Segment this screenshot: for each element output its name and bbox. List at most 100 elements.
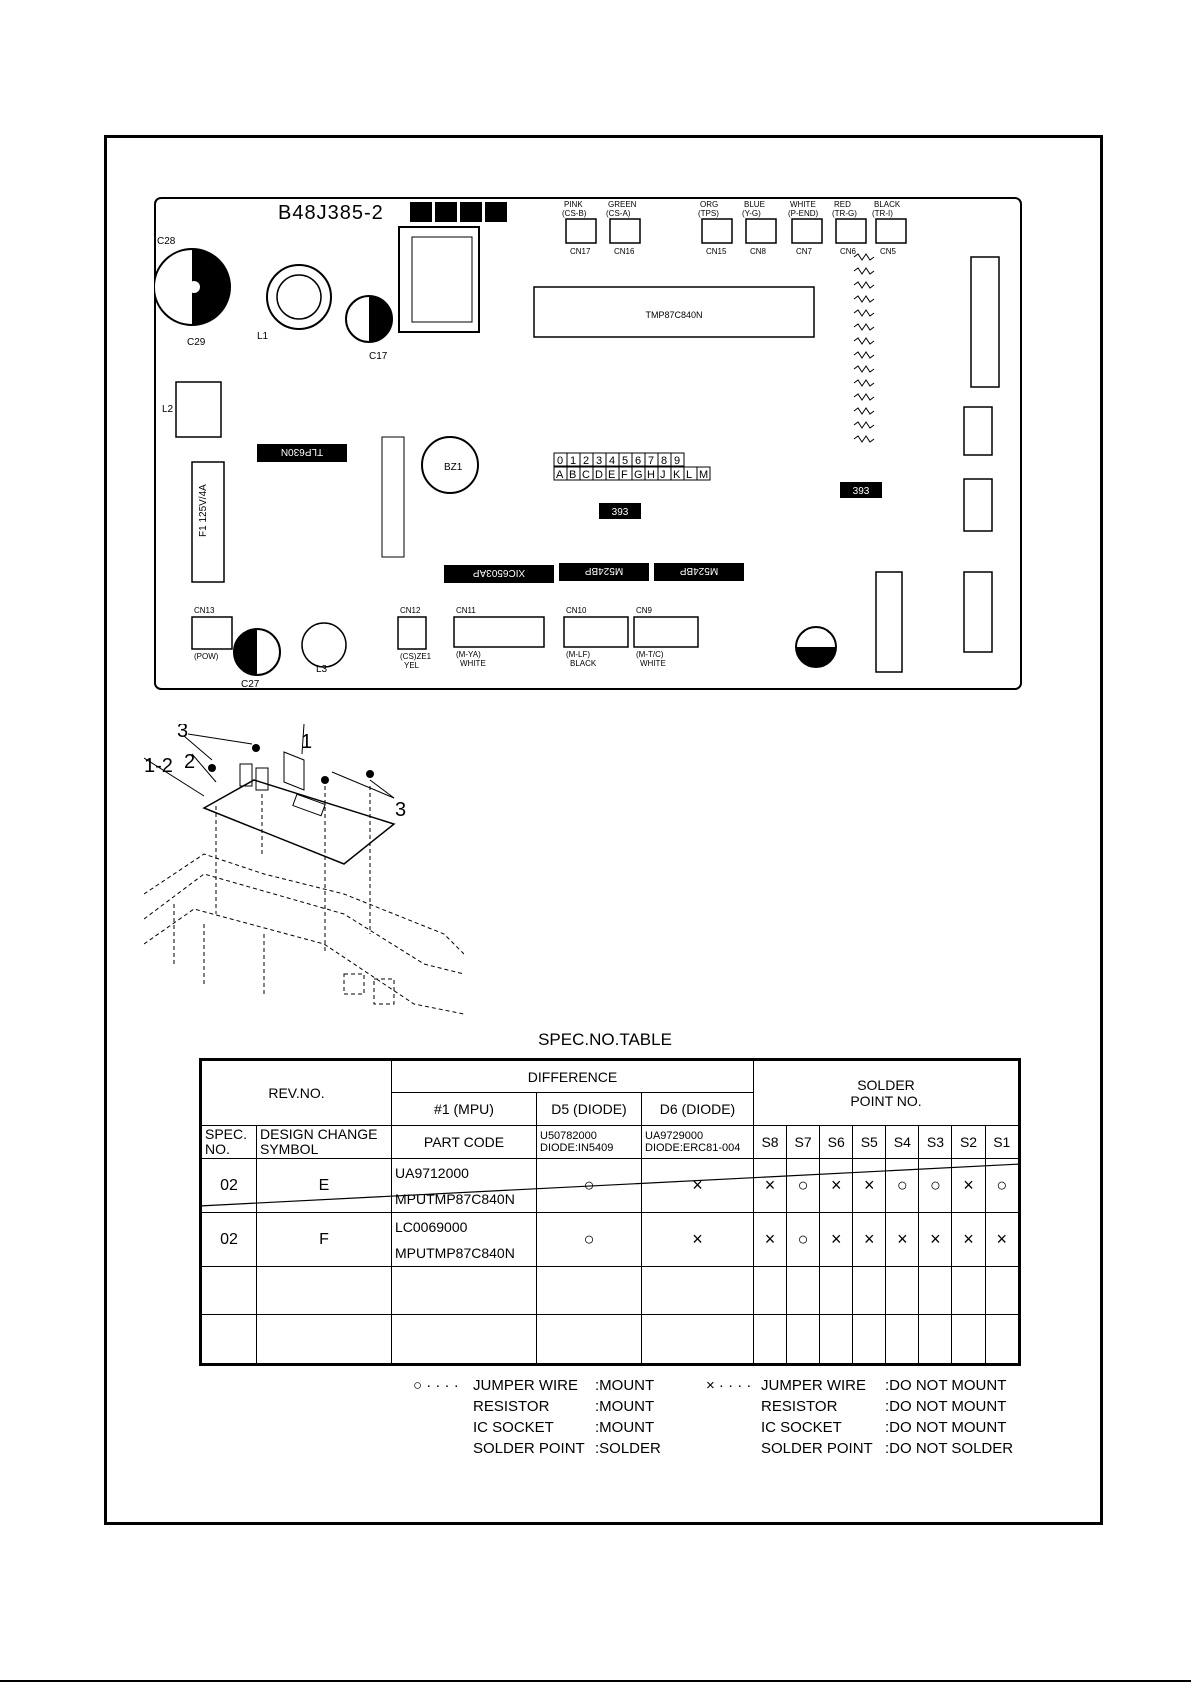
resistor-symbol bbox=[853, 435, 875, 443]
connector-code-label: (TR-I) bbox=[872, 209, 893, 218]
connector-box bbox=[835, 218, 867, 244]
legend-nomount: × · · · ·JUMPER WIRE:DO NOT MOUNT RESIST… bbox=[706, 1375, 1013, 1459]
fuse-label: F1 125V/4A bbox=[198, 484, 209, 537]
code-label-top: 1 bbox=[570, 455, 576, 467]
header-d5: D5 (DIODE) bbox=[536, 1092, 642, 1126]
assembly-exploded-view: 3 1-2 2 1 3 bbox=[144, 724, 464, 1015]
row1-spec: 02 bbox=[200, 1158, 257, 1213]
bottom-connector-color: WHITE bbox=[640, 659, 666, 668]
connector-box bbox=[565, 218, 597, 244]
connector-color-label: RED bbox=[834, 200, 851, 209]
row1-s1: ○ bbox=[984, 1158, 1021, 1213]
connector-color-label: PINK bbox=[564, 200, 583, 209]
bottom-connector-box bbox=[563, 616, 629, 648]
resistor-symbol bbox=[853, 421, 875, 429]
cross-symbol: × · · · · bbox=[706, 1377, 752, 1394]
header-mpu: #1 (MPU) bbox=[391, 1092, 537, 1126]
bottom-connector-box bbox=[453, 616, 545, 648]
row2-s5: × bbox=[852, 1212, 887, 1267]
header-part-code: PART CODE bbox=[391, 1125, 537, 1159]
svg-text:C29: C29 bbox=[187, 337, 206, 348]
legend-item-nomount: :DO NOT MOUNT bbox=[885, 1377, 1007, 1394]
bottom-connector-id: CN9 bbox=[636, 606, 653, 615]
code-label-bottom: B bbox=[569, 469, 576, 481]
resistor-symbol bbox=[853, 351, 875, 359]
bottom-connector-id: CN10 bbox=[566, 606, 587, 615]
legend-item-nomount: :DO NOT SOLDER bbox=[885, 1440, 1014, 1457]
header-s7: S7 bbox=[786, 1125, 821, 1159]
legend-item-nomount: :DO NOT MOUNT bbox=[885, 1419, 1007, 1436]
resistor-symbol bbox=[853, 267, 875, 275]
ic-qa2-label: M524BP bbox=[584, 565, 623, 576]
code-label-bottom: D bbox=[595, 469, 603, 481]
row2-d6: × bbox=[641, 1212, 754, 1267]
svg-text:L3: L3 bbox=[316, 664, 328, 675]
connector-box bbox=[791, 218, 823, 244]
connector-color-label: GREEN bbox=[608, 200, 637, 209]
bottom-connectors: CN13(POW)CN12(CS)ZE1YELCN11(M-YA)WHITECN… bbox=[191, 606, 699, 670]
resistor-symbol bbox=[853, 281, 875, 289]
header-difference: DIFFERENCE bbox=[391, 1059, 754, 1093]
svg-text:C28: C28 bbox=[157, 236, 176, 247]
ic-qa1-label: M524BP bbox=[679, 565, 718, 576]
connector-color-label: ORG bbox=[700, 200, 718, 209]
row1-s4: ○ bbox=[885, 1158, 920, 1213]
code-label-bottom: L bbox=[686, 469, 692, 481]
board-part-no: B48J385-2 bbox=[278, 202, 384, 224]
subheader-row: SPEC. NO. DESIGN CHANGE SYMBOL PART CODE… bbox=[200, 1125, 1021, 1159]
connector-code-label: (CS-B) bbox=[562, 209, 587, 218]
row1-s7: ○ bbox=[786, 1158, 821, 1213]
callout-2: 2 bbox=[184, 751, 195, 773]
bottom-connector-box bbox=[397, 616, 427, 650]
code-label-top: 7 bbox=[648, 455, 654, 467]
resistor-symbol bbox=[853, 393, 875, 401]
connector-id-label: CN17 bbox=[570, 247, 591, 256]
row1-s5: × bbox=[852, 1158, 887, 1213]
row1-s2: × bbox=[951, 1158, 986, 1213]
callout-1: 1 bbox=[301, 731, 312, 753]
legend-item-name: JUMPER WIRE bbox=[761, 1377, 866, 1394]
resistor-symbol bbox=[853, 379, 875, 387]
d5-part-code: U50782000 DIODE:IN5409 bbox=[536, 1125, 642, 1159]
header-spec-no: SPEC. NO. bbox=[200, 1125, 257, 1159]
code-label-bottom: A bbox=[556, 469, 564, 481]
connector-box bbox=[609, 218, 641, 244]
bottom-connector-color: BLACK bbox=[570, 659, 597, 668]
callout-1-2: 1-2 bbox=[144, 755, 173, 777]
legend-item-name: RESISTOR bbox=[473, 1398, 550, 1415]
callout-3-top: 3 bbox=[177, 724, 188, 742]
connector-id-label: CN6 bbox=[840, 247, 857, 256]
row2-symbol: F bbox=[256, 1212, 392, 1267]
bottom-connector-label: (CS)ZE1 bbox=[400, 652, 432, 661]
bottom-connector-id: CN12 bbox=[400, 606, 421, 615]
connector-color-label: WHITE bbox=[790, 200, 816, 209]
connector-code-label: (TR-G) bbox=[832, 209, 857, 218]
row1-s8: × bbox=[752, 1158, 788, 1213]
ic-tlp-label: TLP630N bbox=[281, 446, 323, 457]
row2-s6: × bbox=[819, 1212, 854, 1267]
row2-spec: 02 bbox=[200, 1212, 257, 1267]
d6-part-code: UA9729000 DIODE:ERC81-004 bbox=[641, 1125, 754, 1159]
row2-d5: ○ bbox=[536, 1212, 642, 1267]
row1-d5: ○ bbox=[536, 1158, 642, 1213]
pcb-layout-diagram: B48J385-2 C28 C29 L1 C17 L2 TMP87C840N T… bbox=[154, 197, 1022, 690]
bottom-edge-line bbox=[0, 1680, 1191, 1682]
resistor-symbol bbox=[853, 365, 875, 373]
spec-number-table: REV.NO. DIFFERENCE SOLDER POINT NO. #1 (… bbox=[199, 1058, 1021, 1366]
connector-id-label: CN15 bbox=[706, 247, 727, 256]
header-s4: S4 bbox=[885, 1125, 920, 1159]
legend-item-mount: :MOUNT bbox=[595, 1419, 655, 1436]
legend-item-name: SOLDER POINT bbox=[473, 1440, 585, 1457]
table-row-empty bbox=[200, 1314, 1021, 1365]
header-design-change: DESIGN CHANGE SYMBOL bbox=[256, 1125, 392, 1159]
top-connectors: BLACK(TR-I)CN5RED(TR-G)CN6WHITE(P-END)CN… bbox=[562, 200, 907, 256]
resistor-symbol bbox=[853, 407, 875, 415]
bottom-connector-label: (M-LF) bbox=[566, 650, 590, 659]
bottom-connector-box bbox=[633, 616, 699, 648]
row1-mpu: MPUTMP87C840N bbox=[395, 1190, 515, 1207]
code-label-bottom: F bbox=[621, 469, 628, 481]
connector-id-label: CN7 bbox=[796, 247, 813, 256]
connector-code-label: (Y-G) bbox=[742, 209, 761, 218]
